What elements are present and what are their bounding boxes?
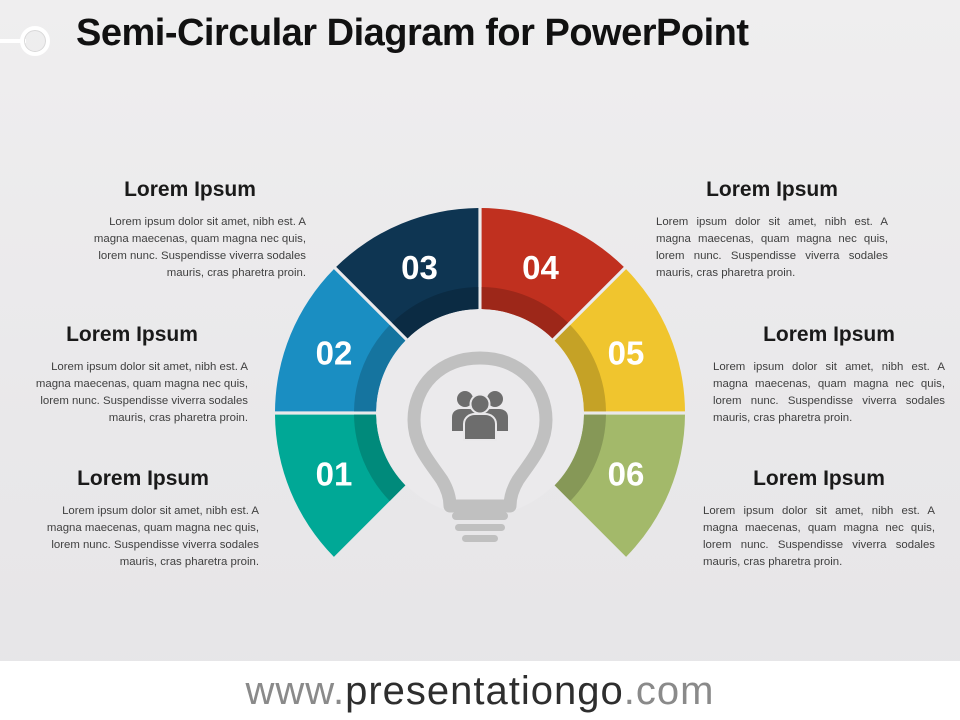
segment-06-number: 06 xyxy=(608,455,645,492)
segment-03-number: 03 xyxy=(401,249,438,286)
block-heading: Lorem Ipsum xyxy=(753,467,885,490)
segment-06-inner-band xyxy=(554,414,606,501)
title-pin-line xyxy=(0,39,26,43)
block-heading: Lorem Ipsum xyxy=(124,178,256,201)
footer-url-prefix: www. xyxy=(245,669,346,713)
text-block-02: Lorem Ipsum Lorem ipsum dolor sit amet, … xyxy=(16,323,248,427)
semi-circular-diagram: 01 02 03 04 05 06 xyxy=(275,208,685,557)
footer-url[interactable]: www.presentationgo.com xyxy=(0,669,960,714)
segment-03-inner-band xyxy=(392,287,479,339)
segment-04-number: 04 xyxy=(522,249,559,286)
text-block-01: Lorem Ipsum Lorem ipsum dolor sit amet, … xyxy=(27,467,259,571)
block-body: Lorem ipsum dolor sit amet, nibh est. A … xyxy=(656,216,888,279)
bulb-base-1 xyxy=(452,512,508,520)
people-icon xyxy=(452,391,508,441)
block-heading: Lorem Ipsum xyxy=(763,323,895,346)
slide-title: Semi-Circular Diagram for PowerPoint xyxy=(76,12,749,54)
segment-01-inner-band xyxy=(354,414,406,501)
segment-02-inner-band xyxy=(354,325,406,412)
segment-02-number: 02 xyxy=(316,335,353,372)
lightbulb-people-icon xyxy=(407,351,553,542)
footer-url-brand: presentationgo xyxy=(345,669,624,713)
block-body: Lorem ipsum dolor sit amet, nibh est. A … xyxy=(35,361,248,424)
block-body: Lorem ipsum dolor sit amet, nibh est. A … xyxy=(713,361,945,424)
segment-05-number: 05 xyxy=(608,335,645,372)
title-pin-ring-icon xyxy=(20,26,50,56)
bulb-base-3 xyxy=(462,535,498,542)
text-block-03: Lorem Ipsum Lorem ipsum dolor sit amet, … xyxy=(74,178,306,282)
segment-05-inner-band xyxy=(554,325,606,412)
text-block-04: Lorem Ipsum Lorem ipsum dolor sit amet, … xyxy=(656,178,888,282)
text-block-06: Lorem Ipsum Lorem ipsum dolor sit amet, … xyxy=(703,467,935,571)
block-heading: Lorem Ipsum xyxy=(706,178,838,201)
block-heading: Lorem Ipsum xyxy=(77,467,209,490)
segment-01-number: 01 xyxy=(316,455,353,492)
block-body: Lorem ipsum dolor sit amet, nibh est. A … xyxy=(46,505,259,568)
bulb-glass xyxy=(407,351,553,513)
block-body: Lorem ipsum dolor sit amet, nibh est. A … xyxy=(93,216,306,279)
bulb-base-2 xyxy=(455,524,505,531)
block-heading: Lorem Ipsum xyxy=(66,323,198,346)
block-body: Lorem ipsum dolor sit amet, nibh est. A … xyxy=(703,505,935,568)
footer: www.presentationgo.com xyxy=(0,661,960,720)
footer-url-suffix: .com xyxy=(623,669,715,713)
text-block-05: Lorem Ipsum Lorem ipsum dolor sit amet, … xyxy=(713,323,945,427)
segment-04-inner-band xyxy=(481,287,568,339)
